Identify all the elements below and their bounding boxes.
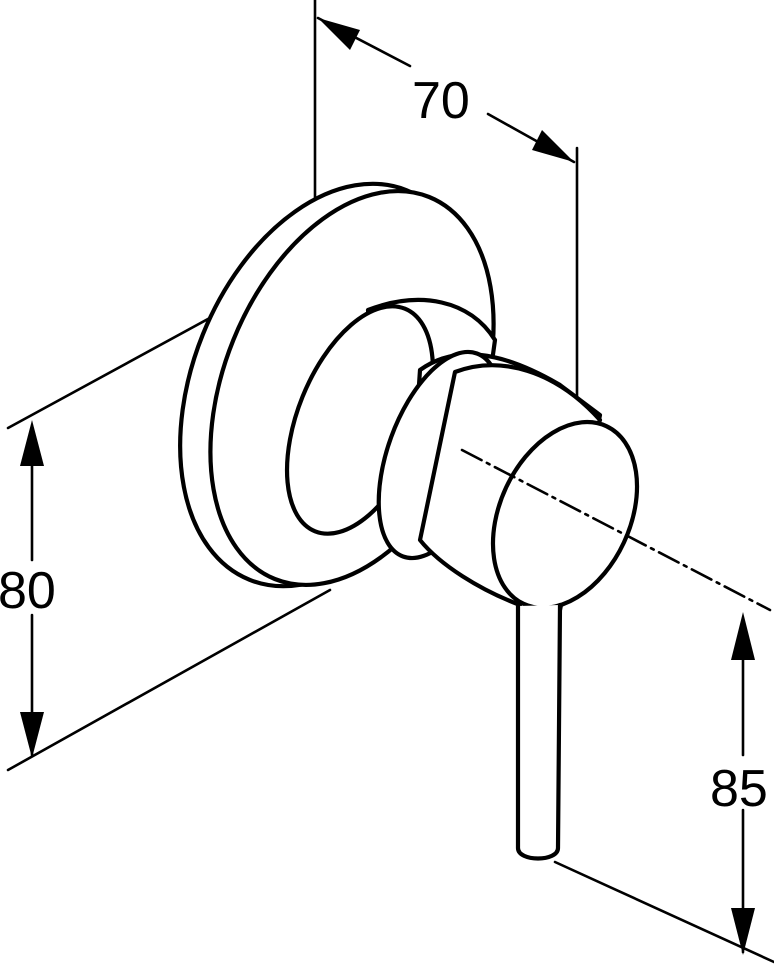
dimension-80: 80 xyxy=(0,420,56,758)
dimension-70: 70 xyxy=(316,16,576,164)
center-axis xyxy=(460,448,772,612)
dimension-85-label: 85 xyxy=(710,760,768,818)
handle-knob xyxy=(376,349,640,613)
dimension-85: 85 xyxy=(710,612,768,955)
dimension-70-label: 70 xyxy=(412,72,470,130)
lever-handle xyxy=(515,602,563,861)
dimension-80-label: 80 xyxy=(0,562,56,620)
